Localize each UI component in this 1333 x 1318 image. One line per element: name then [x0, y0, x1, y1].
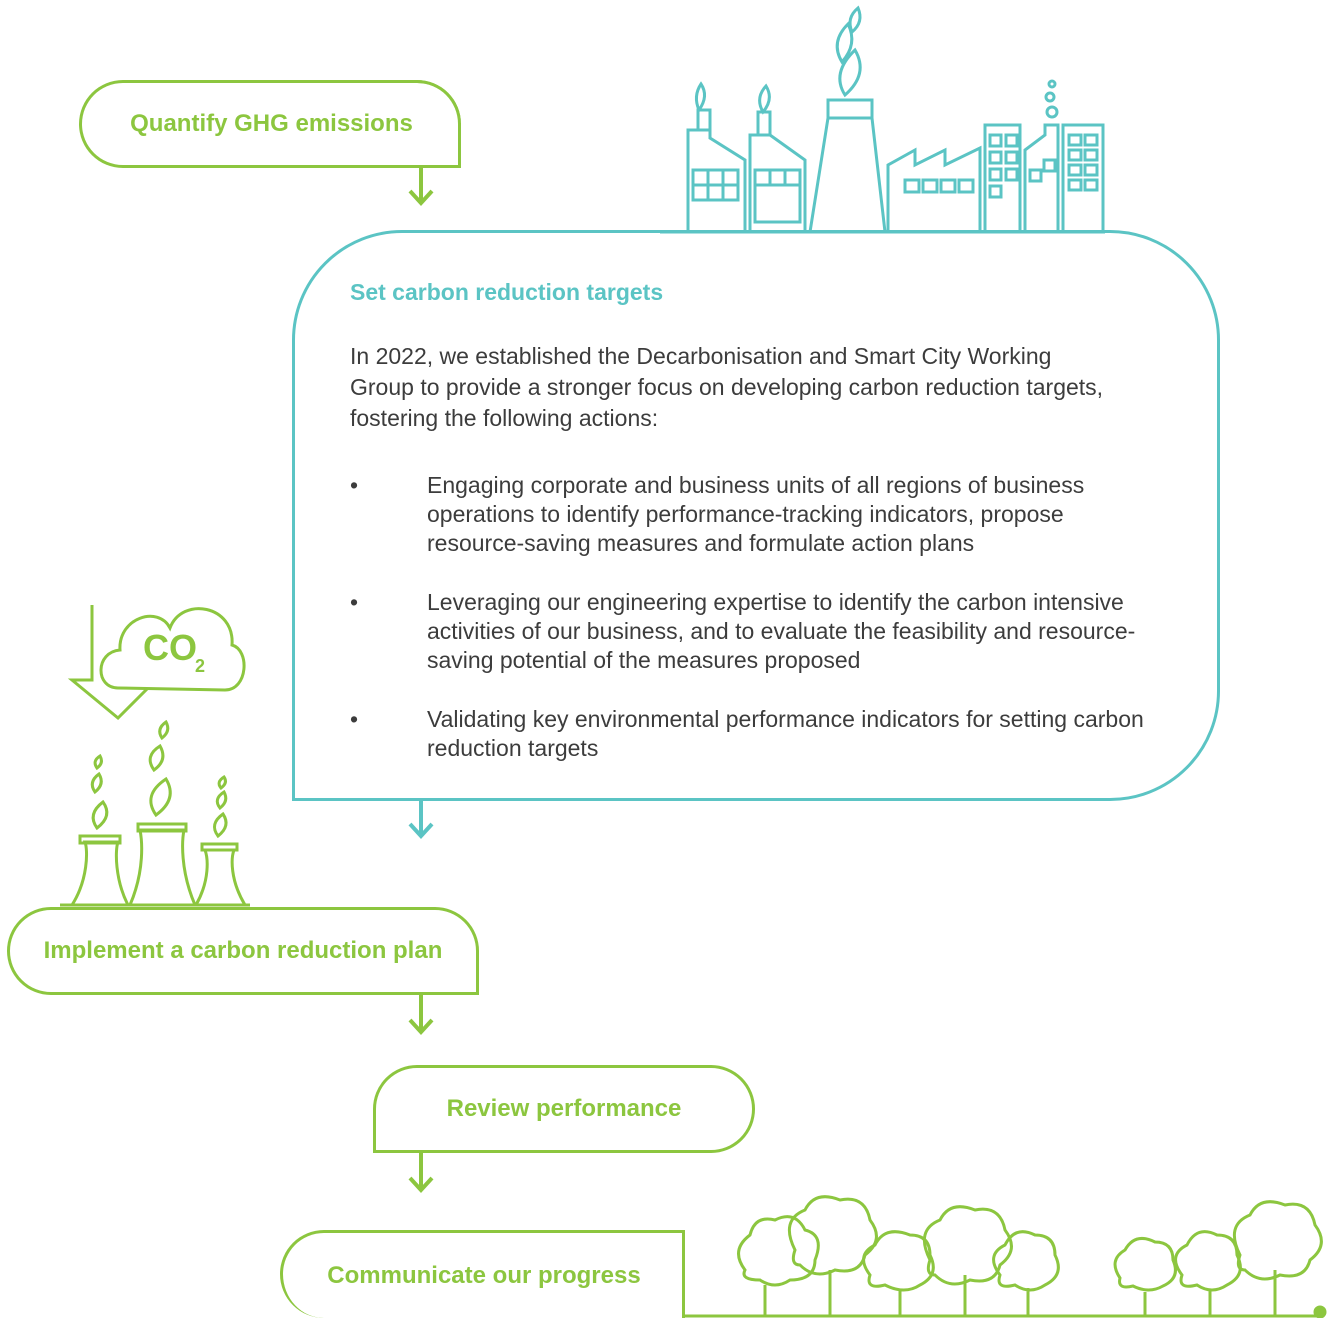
step-intro-text: In 2022, we established the Decarbonisat…	[350, 343, 1104, 431]
step-communicate-progress: Communicate our progress	[280, 1230, 685, 1318]
step-label: Communicate our progress	[327, 1261, 641, 1289]
tree-row-icon	[685, 1195, 1327, 1318]
box-edge	[682, 1230, 685, 1318]
box-edge	[458, 123, 461, 168]
step-review-performance: Review performance	[373, 1065, 755, 1153]
flow-arrow-icon	[408, 995, 434, 1193]
step-label: Implement a carbon reduction plan	[43, 937, 443, 964]
step-quantify-ghg: Quantify GHG emissions	[79, 80, 461, 168]
bullet-symbol: •	[350, 706, 359, 732]
bullet-text: Engaging corporate and business units of…	[427, 472, 1085, 556]
sprouting-chimneys-icon	[60, 719, 250, 907]
co2-subscript: 2	[195, 656, 205, 676]
bullet-item: • Engaging corporate and business units …	[350, 471, 1165, 558]
step-set-targets: Set carbon reduction targets In 2022, we…	[292, 230, 1220, 801]
bullet-text: Leveraging our engineering expertise to …	[427, 589, 1136, 673]
bullet-item: • Leveraging our engineering expertise t…	[350, 588, 1165, 675]
bullet-item: • Validating key environmental performan…	[350, 705, 1165, 763]
step-title: Set carbon reduction targets	[350, 279, 664, 305]
factory-skyline-icon	[660, 5, 1105, 234]
step-label: Review performance	[446, 1095, 682, 1122]
step-label: Quantify GHG emissions	[130, 110, 413, 137]
flow-arrow-icon	[408, 168, 434, 206]
co2-label: CO	[143, 627, 197, 668]
flow-arrow-icon	[408, 801, 434, 839]
step-implement-plan: Implement a carbon reduction plan	[7, 907, 479, 995]
co2-cloud-icon: CO 2	[99, 607, 246, 692]
bullet-text: Validating key environmental performance…	[427, 706, 1144, 761]
bullet-symbol: •	[350, 589, 359, 615]
bullet-symbol: •	[350, 472, 359, 498]
